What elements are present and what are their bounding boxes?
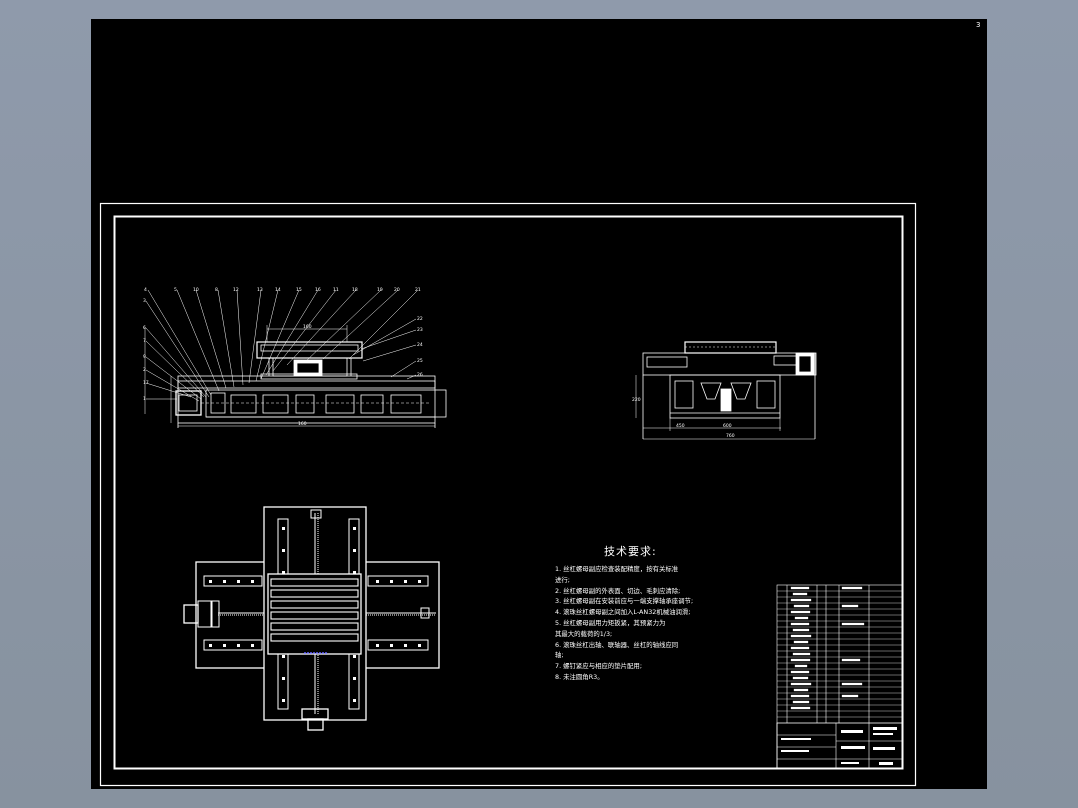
svg-text:22: 22 xyxy=(417,316,423,322)
requirement-line: 2. 丝杠螺母副的外表面、切边、毛刺应清除; xyxy=(555,586,681,595)
front-elevation-view: 160 160 xyxy=(143,287,447,428)
svg-text:25: 25 xyxy=(417,358,423,364)
requirement-line: 5. 丝杠螺母副用力矩扳紧，其预紧力为 xyxy=(555,618,666,627)
requirement-line: 1. 丝杠螺母副应检查装配精度，按有关标准 xyxy=(555,565,679,573)
technical-requirements-title: 技术要求: xyxy=(604,545,657,558)
parts-list-title-block xyxy=(776,584,903,769)
svg-text:5: 5 xyxy=(174,287,177,293)
svg-text:1: 1 xyxy=(143,396,146,402)
svg-text:24: 24 xyxy=(417,342,423,348)
svg-text:15: 15 xyxy=(296,287,302,293)
svg-text:12: 12 xyxy=(233,287,239,293)
requirement-line: 4. 滚珠丝杠螺母副之间加入L-AN32机械油润滑; xyxy=(555,608,691,617)
plan-view xyxy=(183,506,440,731)
svg-text:7: 7 xyxy=(143,338,146,344)
svg-text:600: 600 xyxy=(723,423,732,429)
svg-text:2: 2 xyxy=(143,367,146,373)
svg-text:13: 13 xyxy=(257,287,263,293)
svg-text:11: 11 xyxy=(333,287,339,293)
requirement-line: 7. 螺钉紧应与相应的垫片配用; xyxy=(555,662,642,671)
svg-text:23: 23 xyxy=(417,327,423,333)
requirement-line: 8. 未注圆角R3。 xyxy=(555,672,604,681)
technical-requirements-list: 1. 丝杠螺母副应检查装配精度，按有关标准 进行; 2. 丝杠螺母副的外表面、切… xyxy=(555,564,755,683)
svg-text:19: 19 xyxy=(377,287,383,293)
svg-text:760: 760 xyxy=(726,433,735,439)
svg-text:220: 220 xyxy=(632,397,641,403)
svg-text:450: 450 xyxy=(676,423,685,429)
svg-text:8: 8 xyxy=(215,287,218,293)
svg-text:3: 3 xyxy=(143,298,146,304)
side-elevation-view: 450 600 760 220 xyxy=(632,341,817,440)
svg-text:6: 6 xyxy=(143,325,146,331)
corner-mark: 3 xyxy=(976,21,981,29)
svg-text:21: 21 xyxy=(415,287,421,293)
requirement-line: 进行; xyxy=(555,575,570,584)
svg-text:18: 18 xyxy=(352,287,358,293)
svg-text:9: 9 xyxy=(143,354,146,360)
outer-frame xyxy=(99,202,917,787)
svg-text:17: 17 xyxy=(143,380,149,386)
inner-frame xyxy=(113,215,904,770)
requirement-line: 轴; xyxy=(555,651,564,660)
svg-text:160: 160 xyxy=(298,421,307,427)
svg-text:20: 20 xyxy=(394,287,400,293)
svg-text:10: 10 xyxy=(193,287,199,293)
requirement-line: 其最大的载荷的1/3; xyxy=(555,629,613,638)
requirement-line: 6. 滚珠丝杠出轴、联轴器、丝杠的轴线应同 xyxy=(555,640,679,649)
assembly-drawing: 160 160 xyxy=(99,202,917,787)
svg-text:4: 4 xyxy=(144,287,147,293)
svg-text:26: 26 xyxy=(417,372,423,378)
svg-text:14: 14 xyxy=(275,287,281,293)
svg-text:16: 16 xyxy=(315,287,321,293)
drawing-canvas[interactable]: 160 160 xyxy=(91,19,987,789)
requirement-line: 3. 丝杠螺母副在安装前应与一端支撑轴承座调节; xyxy=(555,597,694,606)
